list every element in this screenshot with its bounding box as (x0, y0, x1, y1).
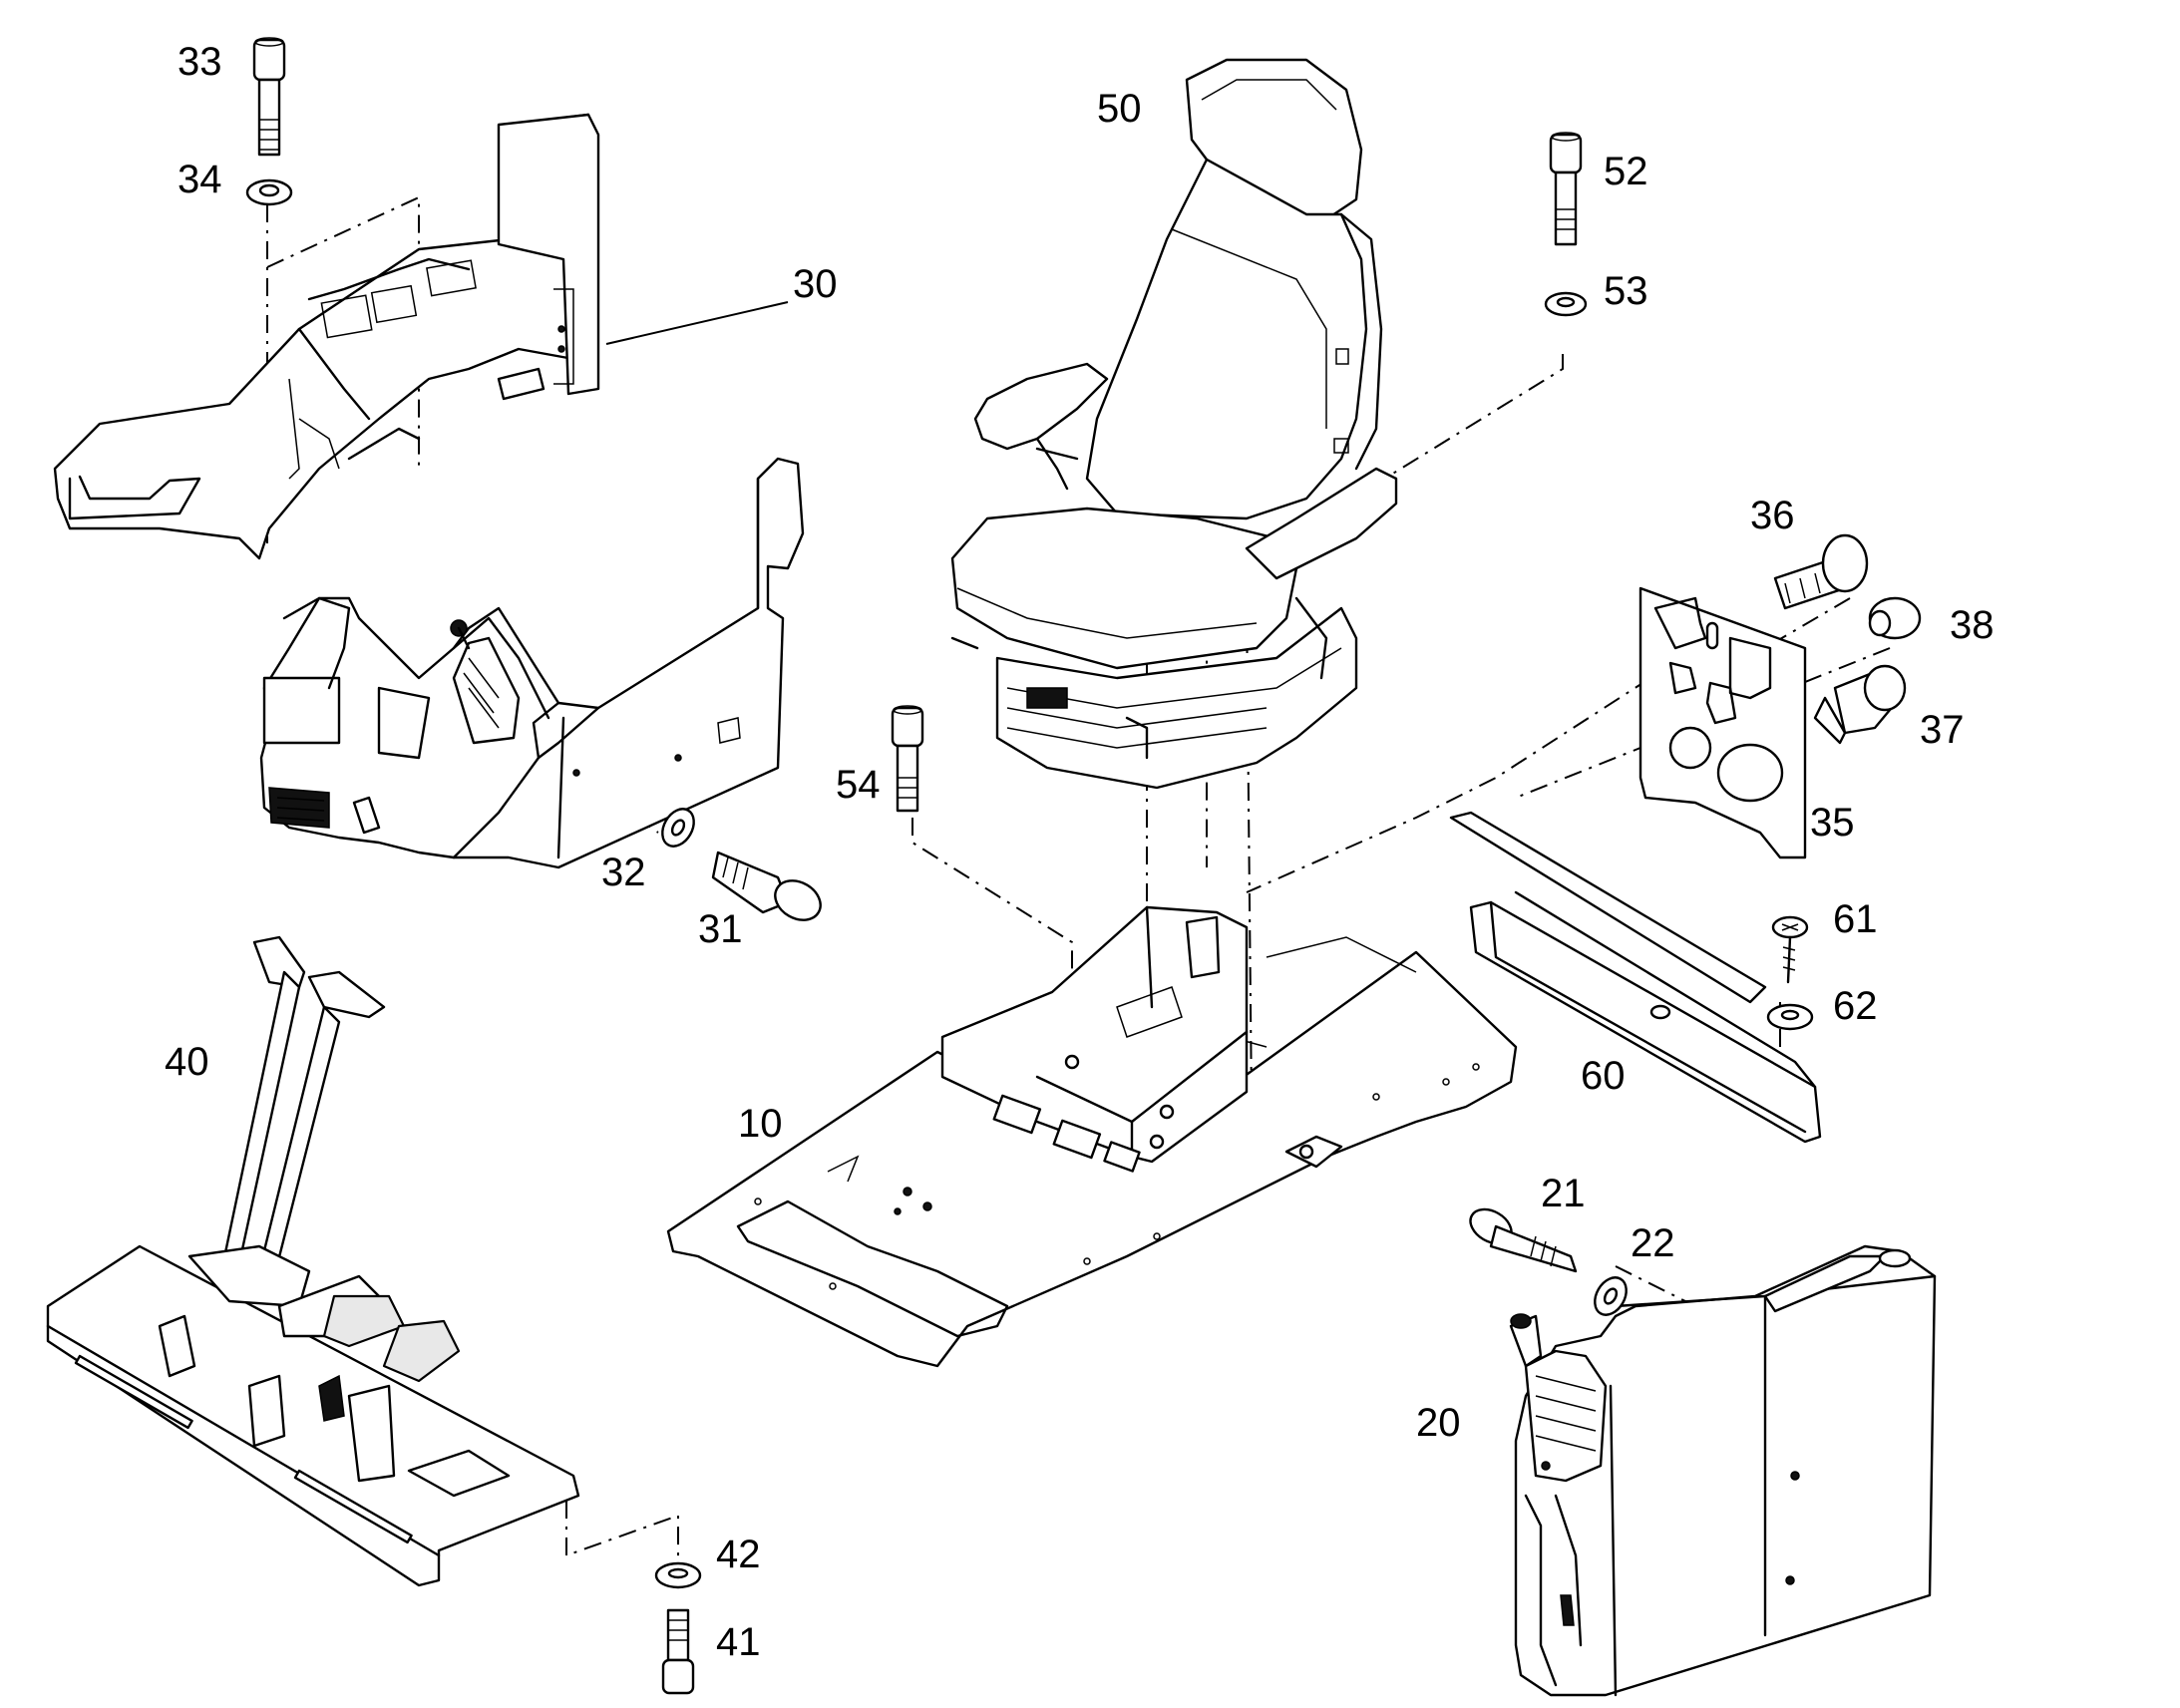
callout-54: 54 (836, 763, 881, 807)
callout-50: 50 (1097, 87, 1142, 131)
callout-33: 33 (178, 40, 222, 84)
part-10-floor-plate (666, 905, 1518, 1368)
callout-32: 32 (601, 851, 646, 894)
part-36-plug (1773, 533, 1869, 610)
part-50-seat (950, 58, 1398, 790)
callout-labels: 10 20 21 22 30 31 32 33 34 35 36 37 38 4… (165, 40, 1995, 1664)
callout-38: 38 (1950, 603, 1995, 647)
part-33-bolt (252, 37, 286, 157)
callout-42: 42 (716, 1533, 761, 1576)
callout-52: 52 (1604, 150, 1648, 193)
callout-35: 35 (1810, 801, 1855, 845)
callout-60: 60 (1581, 1054, 1626, 1098)
callout-40: 40 (165, 1040, 209, 1084)
part-42-washer (654, 1561, 702, 1589)
part-40-pedal-assembly (46, 935, 580, 1587)
part-32-washer (661, 808, 695, 848)
part-52-bolt (1549, 132, 1583, 246)
part-21-bolt (1469, 1207, 1578, 1273)
part-61-screw (1771, 915, 1809, 984)
part-60-rail (1449, 811, 1822, 1144)
callout-20: 20 (1416, 1401, 1461, 1445)
callout-37: 37 (1920, 708, 1965, 752)
part-31-bolt (711, 851, 822, 921)
callout-22: 22 (1631, 1221, 1675, 1265)
part-62-washer (1766, 1003, 1814, 1031)
callout-31: 31 (698, 907, 743, 951)
part-54-bolt (891, 705, 924, 813)
callout-36: 36 (1750, 494, 1795, 537)
part-34-washer (245, 178, 293, 206)
callout-30: 30 (793, 262, 838, 306)
part-38-cap (1868, 596, 1922, 640)
part-20-right-console (1509, 1244, 1937, 1697)
callout-34: 34 (178, 158, 222, 201)
part-35-plate (1638, 586, 1807, 859)
part-37-connector (1813, 664, 1907, 745)
part-41-bolt (661, 1608, 695, 1695)
part-22-washer (1594, 1276, 1628, 1316)
part-30-left-console-shell (53, 113, 600, 560)
callout-53: 53 (1604, 269, 1648, 313)
callout-61: 61 (1833, 897, 1878, 941)
part-30-left-console (259, 457, 805, 869)
callout-62: 62 (1833, 984, 1878, 1028)
callout-41: 41 (716, 1620, 761, 1664)
callout-21: 21 (1541, 1172, 1586, 1215)
part-53-washer (1544, 291, 1588, 317)
callout-10: 10 (738, 1102, 783, 1146)
